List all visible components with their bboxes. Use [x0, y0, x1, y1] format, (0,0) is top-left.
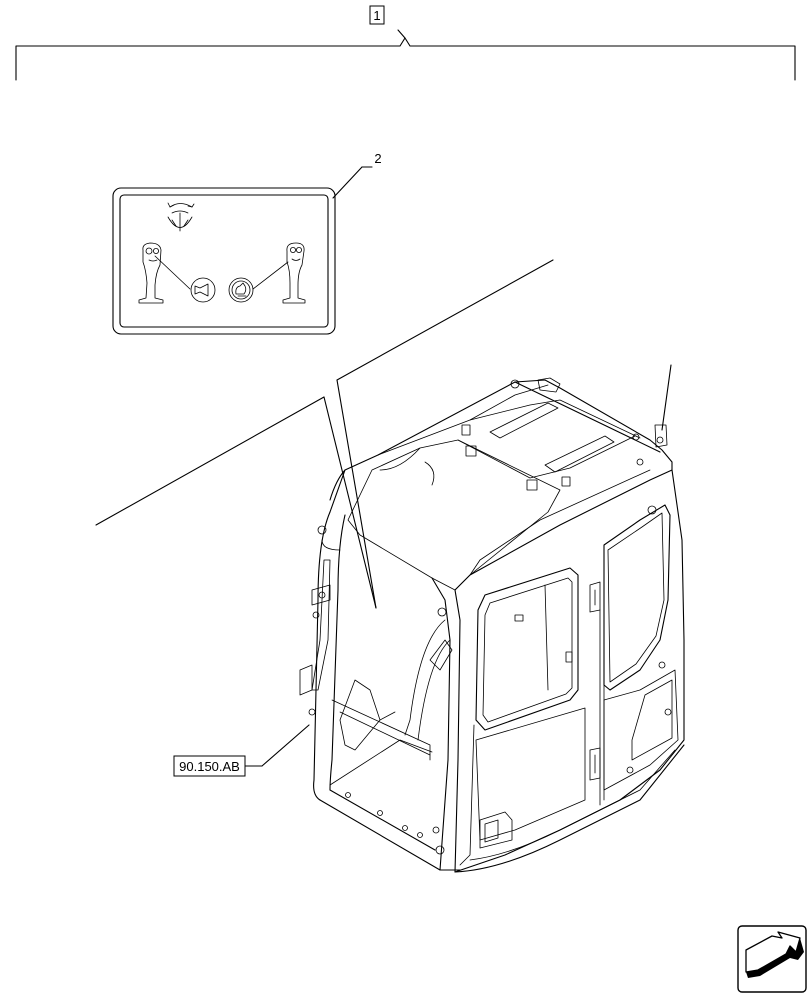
control-decal — [112, 187, 336, 335]
svg-text:90.150.AB: 90.150.AB — [179, 759, 240, 774]
horn-icon — [190, 277, 216, 303]
left-joystick-icon — [138, 242, 191, 304]
svg-text:2: 2 — [374, 151, 381, 166]
decal-placement-leaders — [95, 259, 554, 609]
wiper-assembly — [299, 559, 331, 716]
operator-cab — [299, 364, 685, 873]
right-joystick-icon — [252, 242, 306, 304]
svg-text:1: 1 — [373, 8, 380, 23]
swing-rotation-icon — [167, 202, 195, 232]
power-boost-icon — [228, 277, 254, 303]
callout-decal-2[interactable]: 2 — [332, 151, 382, 199]
callout-reference-90-150-ab[interactable]: 90.150.AB — [173, 724, 310, 777]
assembly-bracket — [15, 29, 796, 81]
callout-assembly-1[interactable]: 1 — [369, 5, 385, 25]
antenna — [632, 364, 672, 466]
next-page-arrow-icon[interactable] — [737, 925, 807, 993]
